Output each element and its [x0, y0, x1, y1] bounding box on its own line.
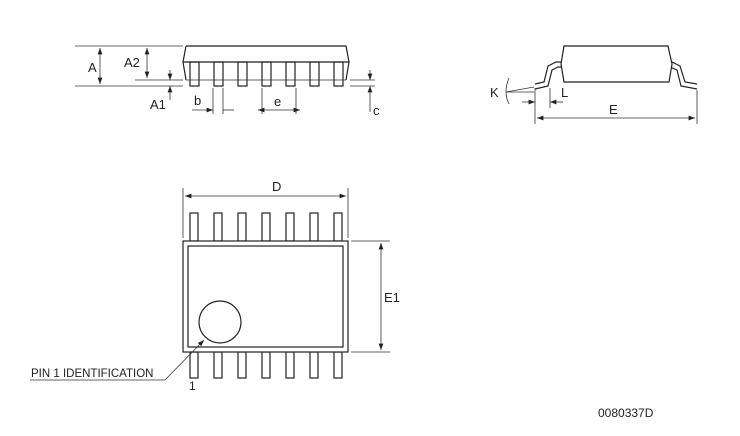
- side-lead: [237, 61, 248, 87]
- drawing-id: 0080337D: [598, 406, 654, 420]
- top-lead: [261, 212, 271, 242]
- pin1-indicator: [198, 300, 242, 344]
- top-lead: [213, 212, 223, 242]
- label-A: A: [88, 60, 97, 75]
- side-lead: [189, 61, 200, 87]
- end-view: E L K: [490, 45, 698, 124]
- side-body: [182, 45, 350, 81]
- pin1-identification-label: PIN 1 IDENTIFICATION: [31, 368, 153, 380]
- top-lead: [333, 212, 343, 242]
- label-A2: A2: [124, 55, 140, 70]
- end-body: [560, 45, 673, 83]
- top-lead: [237, 212, 247, 242]
- label-L: L: [561, 85, 568, 100]
- bottom-lead: [237, 351, 247, 379]
- bottom-lead: [333, 351, 343, 379]
- side-lead: [213, 61, 224, 87]
- bottom-lead: [189, 351, 199, 379]
- label-e: e: [274, 94, 281, 109]
- bottom-lead: [285, 351, 295, 379]
- bottom-lead: [261, 351, 271, 379]
- top-lead: [309, 212, 319, 242]
- top-view: D E1 PIN 1 IDENTIFICATION 1: [30, 179, 400, 393]
- bottom-lead: [309, 351, 319, 379]
- top-lead: [285, 212, 295, 242]
- label-A1: A1: [150, 97, 166, 112]
- side-leads: [189, 61, 344, 87]
- label-E1: E1: [384, 290, 400, 305]
- label-c: c: [373, 103, 380, 118]
- label-D: D: [272, 179, 281, 194]
- label-E: E: [609, 102, 618, 117]
- label-b: b: [194, 93, 201, 108]
- side-lead: [261, 61, 272, 87]
- label-K: K: [490, 85, 499, 100]
- bottom-lead: [213, 351, 223, 379]
- side-lead: [333, 61, 344, 87]
- side-lead: [309, 61, 320, 87]
- top-lead: [189, 212, 199, 242]
- top-body: [182, 240, 349, 353]
- top-leads: [189, 212, 343, 379]
- pin1-number: 1: [189, 379, 196, 393]
- side-view: A A2 A1 b e c: [75, 45, 380, 118]
- side-lead: [285, 61, 296, 87]
